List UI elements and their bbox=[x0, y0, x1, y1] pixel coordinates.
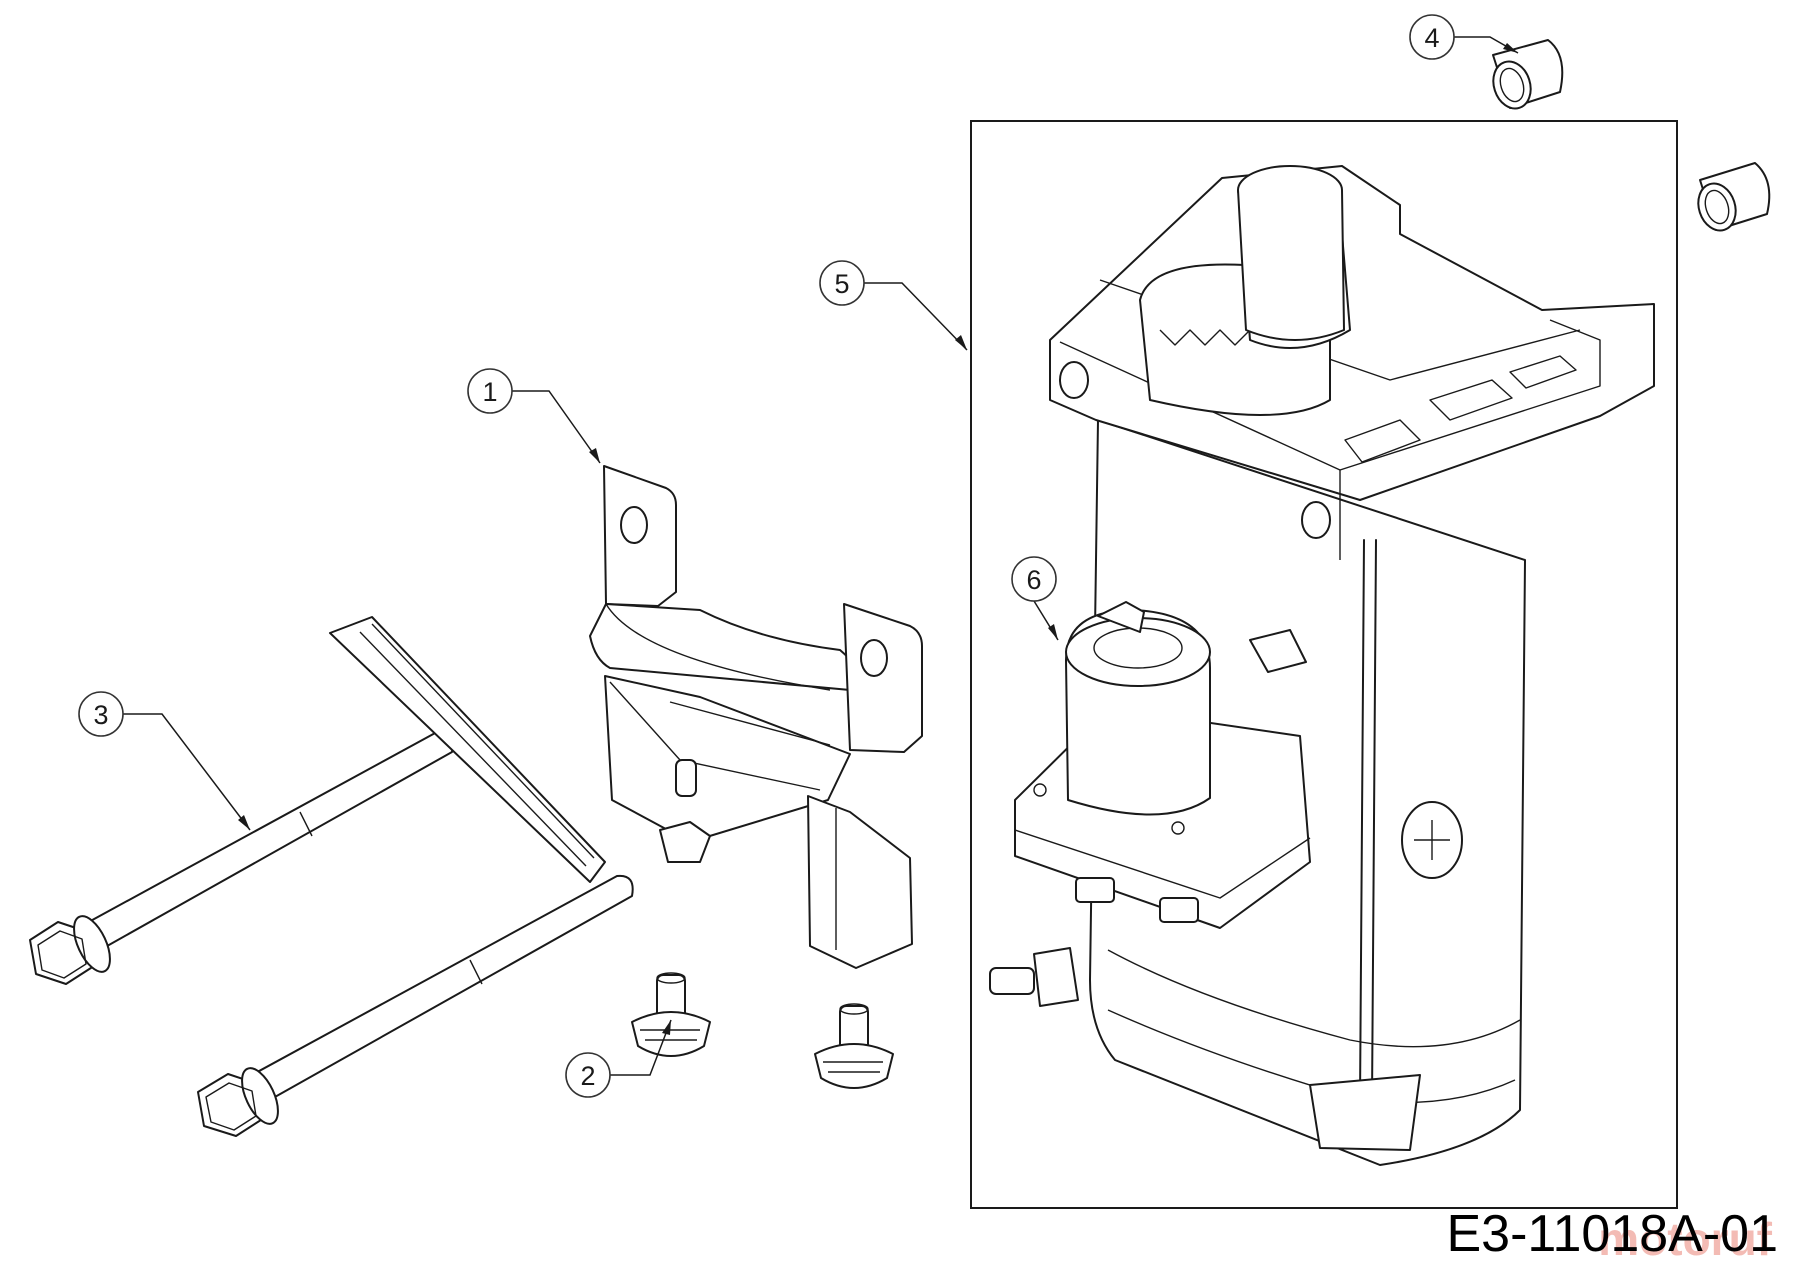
drawing-code: E3-11018A-01 bbox=[1446, 1205, 1779, 1263]
flange-bolt-icon bbox=[814, 1003, 894, 1089]
flange-bolt-icon bbox=[631, 972, 711, 1057]
callout-3-label: 3 bbox=[93, 700, 108, 730]
starter-motor-icon bbox=[989, 165, 1655, 1166]
callout-1: 1 bbox=[467, 368, 601, 464]
callout-3: 3 bbox=[78, 691, 251, 831]
callout-6: 6 bbox=[1011, 556, 1059, 641]
starter-assembly-frame bbox=[970, 120, 1678, 1209]
spacer-bushing-icon bbox=[1492, 39, 1564, 110]
bracket-icon bbox=[329, 465, 923, 969]
callout-1-label: 1 bbox=[482, 377, 497, 407]
callout-2-label: 2 bbox=[580, 1061, 595, 1091]
spacer-bushing-icon bbox=[1697, 162, 1771, 232]
callout-4: 4 bbox=[1409, 14, 1519, 60]
callout-2: 2 bbox=[565, 1019, 672, 1098]
callout-6-label: 6 bbox=[1026, 565, 1041, 595]
solenoid-icon bbox=[1014, 601, 1311, 929]
watermark: motoruf bbox=[1598, 1213, 1772, 1265]
long-hex-bolt-icon bbox=[29, 730, 454, 985]
callout-5: 5 bbox=[819, 260, 968, 351]
callout-5-label: 5 bbox=[834, 269, 849, 299]
callout-4-label: 4 bbox=[1424, 23, 1439, 53]
long-hex-bolt-icon bbox=[197, 874, 634, 1137]
phillips-screw-icon bbox=[1401, 801, 1463, 879]
